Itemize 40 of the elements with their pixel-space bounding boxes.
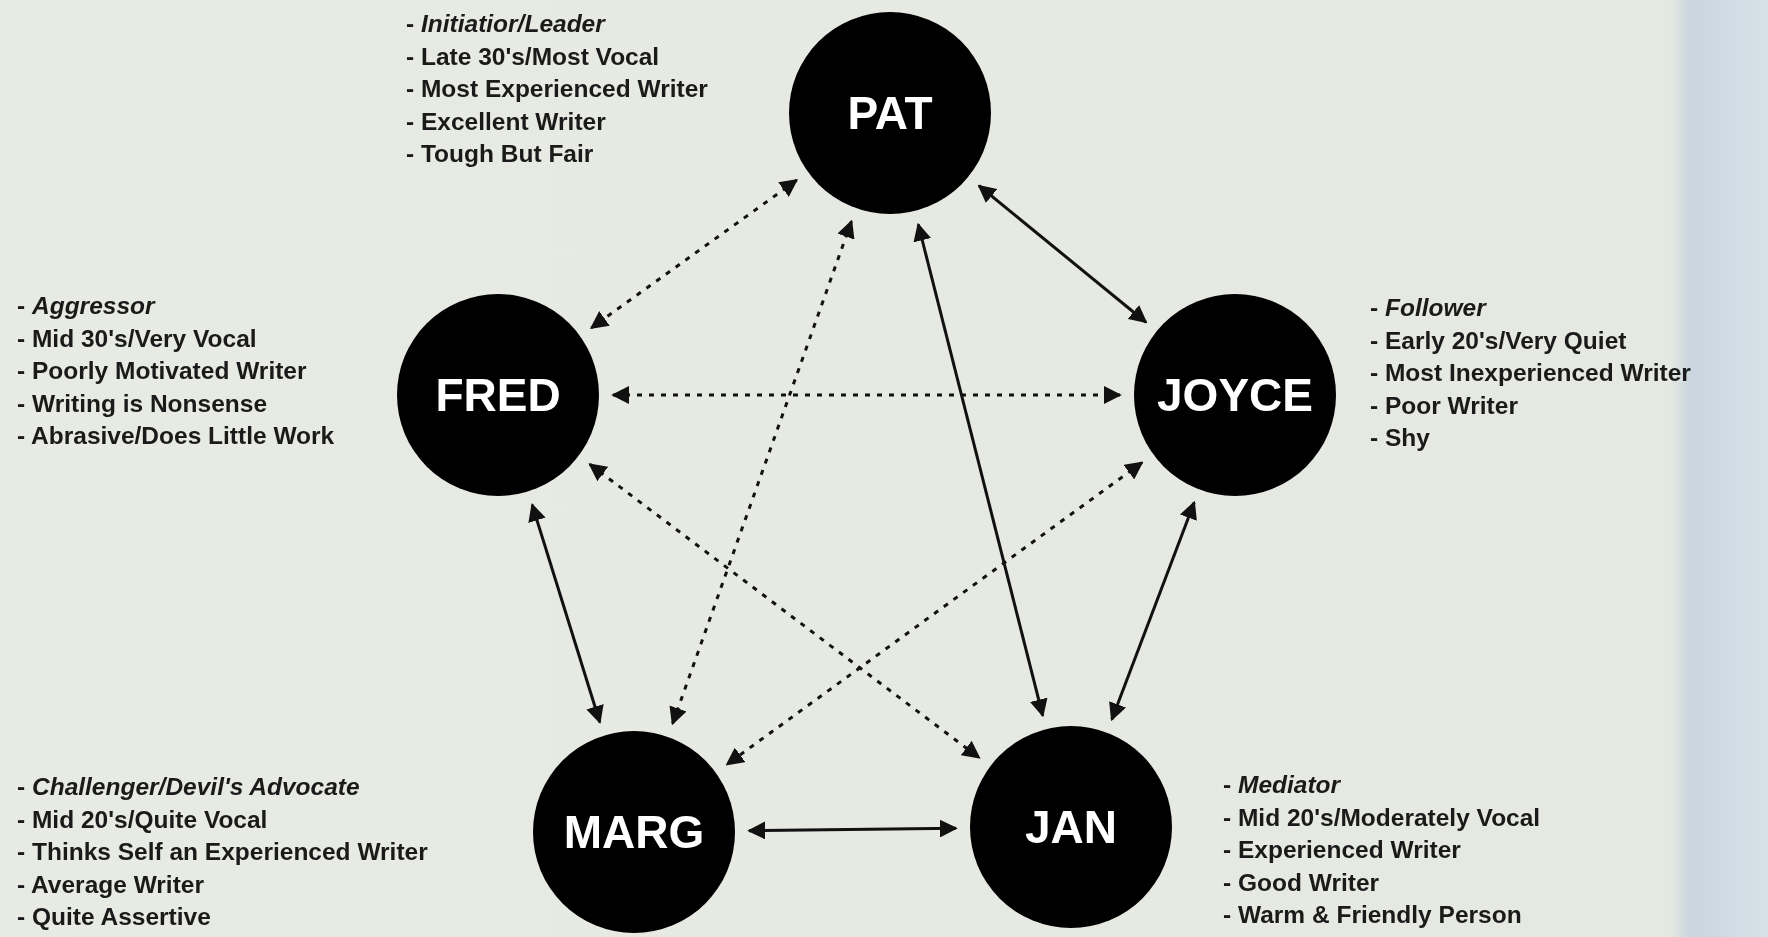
- trait-text: - Good Writer: [1223, 867, 1381, 898]
- person-name: JOYCE: [1157, 368, 1313, 422]
- trait-text: - Tough But Fair: [406, 139, 595, 170]
- trait-text: - Poor Writer: [1370, 390, 1519, 421]
- arrow: [913, 222, 1048, 718]
- trait-text: - Aggressor: [17, 291, 157, 321]
- trait-text: - Shy: [1370, 423, 1431, 454]
- trait-text: - Average Writer: [17, 869, 205, 900]
- trait-text: - Follower: [1370, 293, 1488, 323]
- dotted-arrow: [725, 461, 1144, 766]
- trait-text: - Excellent Writer: [406, 106, 607, 137]
- trait-text: - Warm & Friendly Person: [1223, 900, 1523, 931]
- arrow: [977, 184, 1148, 324]
- person-name: PAT: [847, 86, 933, 140]
- dotted-arrow: [669, 219, 855, 726]
- trait-text: - Quite Assertive: [17, 902, 212, 933]
- person-name: JAN: [1025, 800, 1117, 854]
- trait-text: - Abrasive/Does Little Work: [17, 421, 335, 452]
- trait-text: - Early 20's/Very Quiet: [1370, 325, 1628, 356]
- arrow: [528, 503, 604, 724]
- trait-text: - Initiatior/Leader: [406, 9, 607, 39]
- dotted-arrow: [588, 463, 981, 759]
- trait-text: - Thinks Self an Experienced Writer: [17, 837, 428, 868]
- trait-text: - Late 30's/Most Vocal: [406, 41, 661, 72]
- dotted-arrow: [589, 178, 799, 330]
- trait-text: - Mediator: [1223, 770, 1342, 800]
- trait-text: - Mid 20's/Quite Vocal: [17, 804, 269, 835]
- arrow: [747, 819, 958, 840]
- trait-text: - Most Experienced Writer: [406, 74, 708, 105]
- trait-text: - Experienced Writer: [1223, 835, 1462, 866]
- trait-text: - Mid 20's/Moderately Vocal: [1223, 802, 1541, 833]
- person-name: MARG: [563, 805, 705, 859]
- trait-text: - Most Inexperienced Writer: [1370, 358, 1691, 389]
- trait-text: - Writing is Nonsense: [17, 388, 269, 419]
- trait-text: - Challenger/Devil's Advocate: [17, 772, 361, 802]
- arrow: [1109, 500, 1197, 722]
- trait-text: - Mid 30's/Very Vocal: [17, 323, 258, 354]
- person-name: FRED: [435, 368, 561, 422]
- dotted-arrow: [611, 386, 1122, 404]
- trait-text: - Poorly Motivated Writer: [17, 356, 308, 387]
